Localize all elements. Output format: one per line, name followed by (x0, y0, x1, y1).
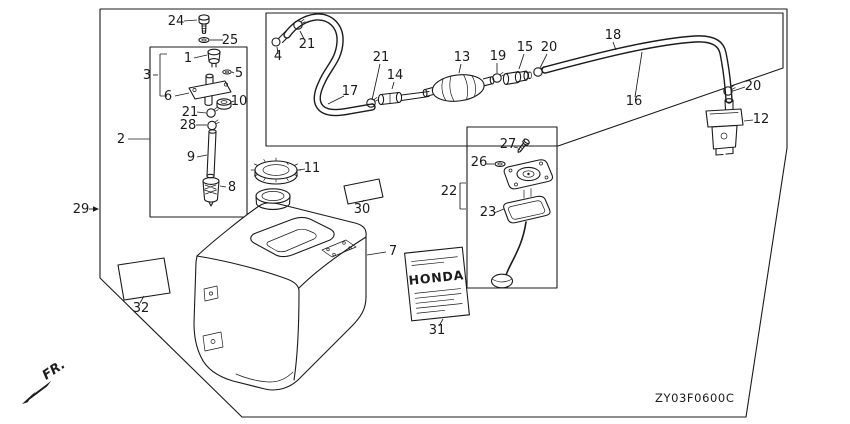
tank-handle-recess (250, 216, 335, 258)
callout-24: 24 (168, 14, 185, 29)
callout-25: 25 (222, 33, 239, 48)
callout-12: 12 (753, 112, 770, 127)
front-direction-indicator: FR. (22, 357, 68, 404)
fuel-meter-float (490, 221, 527, 289)
callout-31: 31 (429, 323, 446, 338)
callout-17: 17 (342, 84, 359, 99)
tank-mount-plate (321, 239, 357, 258)
part-27-screw (517, 138, 530, 153)
callout-19: 19 (490, 49, 507, 64)
callout-3: 3 (143, 68, 151, 83)
arrow-29 (89, 206, 99, 212)
outer-boundary (99, 8, 788, 418)
part-15-connector (502, 70, 532, 85)
part-31-honda-label: HONDA (404, 246, 470, 322)
part-25-washer (198, 37, 210, 43)
part-26-washer (494, 161, 506, 167)
part-8-strainer (202, 177, 220, 207)
fuel-pipe-short (400, 90, 430, 102)
callout-7: 7 (389, 244, 397, 259)
callout-13: 13 (454, 50, 471, 65)
part-24-bolt (198, 14, 210, 34)
callout-15: 15 (517, 40, 534, 55)
diagram-code: ZY03F0600C (655, 391, 734, 405)
callout-18: 18 (605, 28, 622, 43)
callout-30: 30 (354, 202, 371, 217)
tank-filler-neck (255, 188, 291, 211)
callout-27: 27 (500, 137, 517, 152)
callouts: 24 25 1 3 5 6 10 21 28 2 9 8 29 32 11 30… (73, 14, 770, 338)
callout-29: 29 (73, 202, 90, 217)
part-14-joint (377, 91, 403, 106)
part-6-fuel-joint (188, 73, 232, 106)
part-19-clip (492, 71, 505, 83)
part-17-fuel-hose (283, 13, 376, 117)
part-10-grommet (216, 98, 232, 110)
leader-lines (89, 19, 754, 327)
front-arrow-icon (22, 380, 52, 404)
callout-26: 26 (471, 155, 488, 170)
bracket-3 (159, 53, 167, 97)
callout-5: 5 (235, 66, 243, 81)
part-30-plate (343, 178, 384, 205)
joint-assembly-box (149, 46, 248, 218)
callout-21-c: 21 (373, 50, 390, 65)
part-11-filler-cap (250, 157, 302, 185)
bracket-22 (459, 182, 466, 210)
part-13-primer-bulb (422, 74, 495, 102)
part-32-decal (117, 257, 171, 301)
callout-14: 14 (387, 68, 404, 83)
fuel-line-box (265, 12, 784, 147)
part-9-fuel-tube (206, 129, 217, 179)
callout-32: 32 (133, 301, 150, 316)
callout-20-b: 20 (745, 79, 762, 94)
callout-6: 6 (164, 89, 172, 104)
callout-16: 16 (626, 94, 643, 109)
part-18-fuel-tube (541, 35, 733, 104)
front-label: FR. (40, 357, 68, 383)
callout-4: 4 (274, 49, 282, 64)
callout-11: 11 (304, 161, 321, 176)
callout-10: 10 (231, 94, 248, 109)
callout-1: 1 (184, 51, 192, 66)
part-5-washer (222, 69, 232, 75)
part-12-connector (705, 98, 744, 156)
callout-21-a: 21 (182, 105, 199, 120)
callout-21-b: 21 (299, 37, 316, 52)
tank-brackets (202, 285, 224, 352)
part-28-clip (207, 119, 220, 131)
callout-23: 23 (480, 205, 497, 220)
fuel-meter-box (466, 126, 558, 289)
part-21-clip-a (206, 106, 219, 118)
boundaries (99, 8, 788, 418)
callout-2: 2 (117, 132, 125, 147)
part-7-fuel-tank (193, 202, 367, 391)
part-23-gasket (503, 195, 551, 224)
brand-text: HONDA (408, 267, 465, 288)
callout-9: 9 (187, 150, 195, 165)
part-1-fitting (207, 48, 221, 68)
callout-22: 22 (441, 184, 458, 199)
callout-28: 28 (180, 118, 197, 133)
part-22-fuel-meter (503, 159, 554, 199)
callout-20-a: 20 (541, 40, 558, 55)
callout-8: 8 (228, 180, 236, 195)
